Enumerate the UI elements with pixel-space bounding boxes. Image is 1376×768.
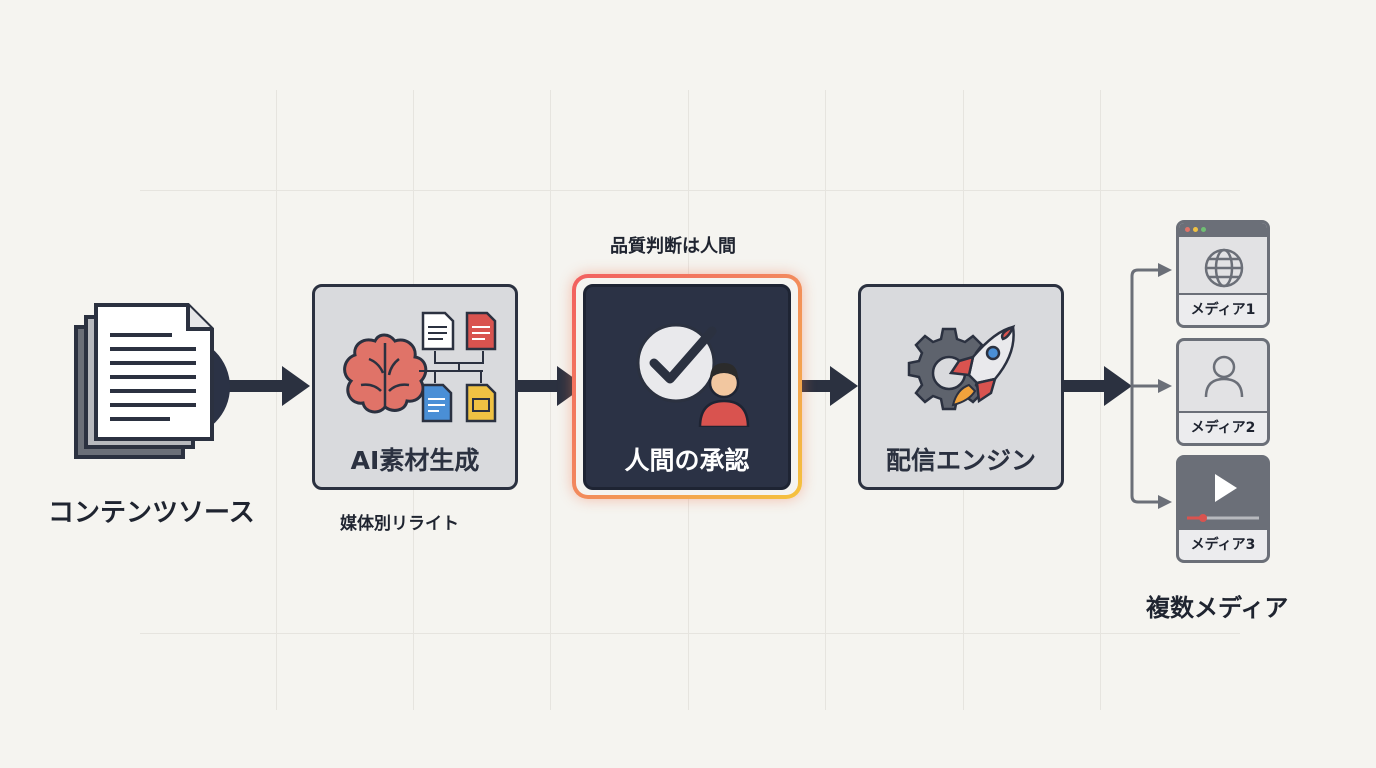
arrow-approval-to-engine	[792, 380, 832, 392]
globe-icon	[1204, 248, 1244, 288]
document-icon	[419, 311, 497, 423]
media-label: メディア2	[1179, 411, 1267, 443]
media-label: メディア1	[1179, 293, 1267, 325]
media-card-2: メディア2	[1176, 338, 1270, 446]
grid-line	[140, 190, 1240, 191]
arrow-head	[557, 366, 585, 406]
engine-step-title: 配信エンジン	[885, 446, 1036, 475]
video-player	[1187, 474, 1259, 522]
rocket-icon	[948, 324, 1016, 407]
checkmark-icon	[636, 323, 717, 403]
ai-step-caption: 媒体別リライト	[340, 514, 459, 534]
person-icon	[698, 363, 750, 427]
engine-icons	[907, 324, 1016, 411]
human-approval-node: 人間の承認	[583, 284, 791, 490]
media-card-3: メディア3	[1176, 455, 1270, 563]
arrow-head	[1158, 263, 1172, 277]
arrow-head	[830, 366, 858, 406]
media-card-1: メディア1	[1176, 220, 1270, 328]
arrow-head	[1158, 495, 1172, 509]
ai-step-title: AI素材生成	[350, 446, 480, 475]
approval-icons	[636, 323, 750, 427]
grid-line	[140, 633, 1240, 634]
ai-generation-node: AI素材生成	[312, 284, 518, 490]
source-label: コンテンツソース	[48, 498, 255, 528]
branch-connector	[1130, 268, 1160, 504]
ai-icons	[343, 311, 497, 423]
grid-line	[1100, 90, 1101, 710]
brain-icon	[343, 333, 428, 414]
grid-line	[550, 90, 551, 710]
arrow-head	[1104, 366, 1132, 406]
arrow-ai-to-approval	[517, 380, 559, 392]
distribution-engine-node: 配信エンジン	[858, 284, 1064, 490]
media-label: メディア3	[1179, 528, 1267, 560]
arrow-head	[1158, 379, 1172, 393]
approval-step-title: 人間の承認	[624, 446, 750, 475]
window-bar	[1179, 223, 1267, 237]
outputs-label: 複数メディア	[1146, 594, 1289, 622]
grid-line	[825, 90, 826, 710]
approval-note: 品質判断は人間	[610, 236, 736, 257]
arrow-source-to-ai	[222, 380, 284, 392]
grid-line	[276, 90, 277, 710]
document-stack-icon	[74, 303, 230, 459]
arrow-head	[282, 366, 310, 406]
user-icon	[1204, 355, 1244, 398]
play-icon	[1215, 474, 1237, 502]
arrow-engine-to-outputs	[1064, 380, 1106, 392]
